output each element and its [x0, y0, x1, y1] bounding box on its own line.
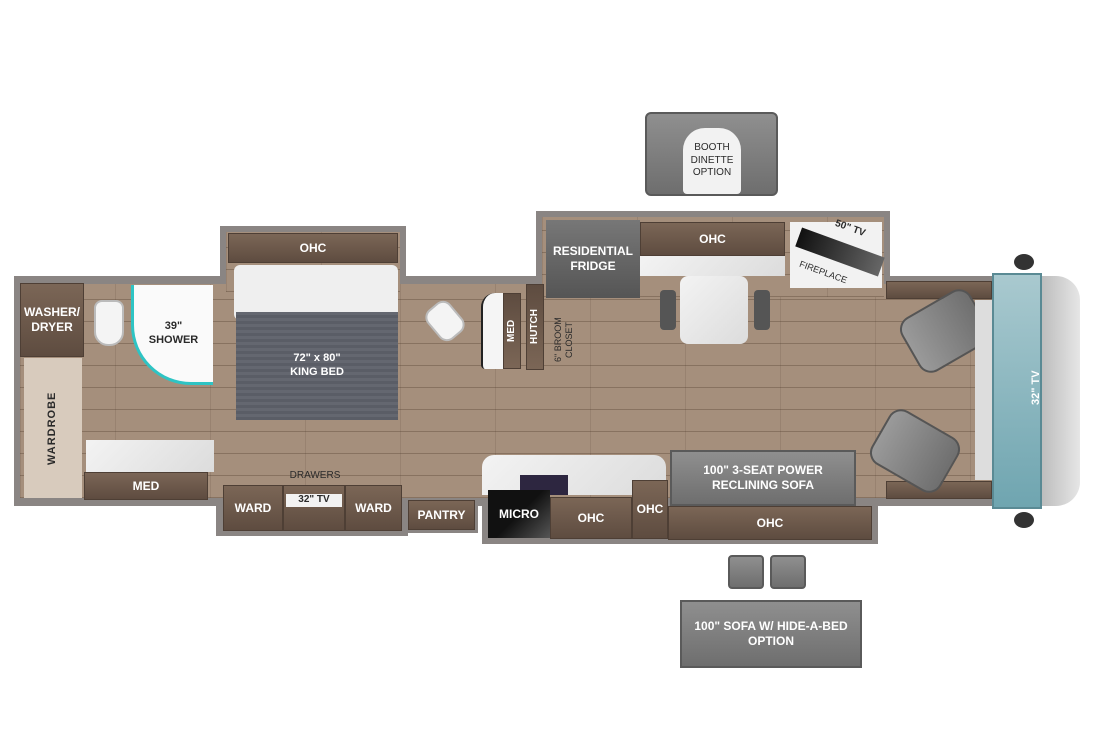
king-bed: 72" x 80" KING BED: [236, 312, 398, 420]
washer-dryer: WASHER/ DRYER: [20, 283, 84, 357]
ottoman-left: [728, 555, 764, 589]
ward-left[interactable]: WARD: [223, 485, 283, 531]
wardrobe[interactable]: WARDROBE: [24, 358, 82, 498]
drawers-label: DRAWERS: [289, 469, 341, 481]
dinette-chair-left: [660, 290, 676, 330]
cab-tv: 32" TV: [1030, 370, 1043, 406]
broom-closet-label: 6" BROOM CLOSET: [552, 317, 574, 363]
windshield: [992, 273, 1042, 509]
bedroom-tv: 32" TV: [286, 494, 342, 507]
cab-front: [1040, 276, 1080, 506]
ottoman-right: [770, 555, 806, 589]
residential-fridge: RESIDENTIAL FRIDGE: [546, 220, 640, 298]
kitchen-ohc-2: OHC: [632, 480, 668, 539]
cab-cabinet-top: [886, 281, 992, 299]
rear-med-cabinet: MED: [84, 472, 208, 500]
pantry[interactable]: PANTRY: [408, 500, 475, 530]
kitchen-ohc-1: OHC: [550, 497, 632, 539]
sofa-hide-a-bed-option: 100" SOFA W/ HIDE-A-BED OPTION: [680, 600, 862, 668]
kitchen-ohc-top: OHC: [640, 222, 785, 256]
reclining-sofa: 100" 3-SEAT POWER RECLINING SOFA: [670, 450, 856, 506]
kitchen-counter-top: [640, 256, 785, 276]
bedroom-tv-cabinet: [283, 485, 345, 531]
hutch: HUTCH: [526, 284, 544, 370]
dinette-chair-right: [754, 290, 770, 330]
mirror-right-icon: [1014, 512, 1034, 528]
half-bath-med: MED: [503, 293, 521, 369]
living-ohc: OHC: [668, 506, 872, 540]
bed-pillows: [234, 265, 398, 320]
toilet-icon: [94, 300, 124, 346]
half-bath-sink: [481, 293, 503, 369]
bedroom-ohc: OHC: [228, 233, 398, 263]
dashboard: [975, 300, 995, 480]
rear-vanity-sink: [86, 440, 214, 472]
microwave: MICRO: [488, 490, 550, 538]
ward-right[interactable]: WARD: [345, 485, 402, 531]
mirror-left-icon: [1014, 254, 1034, 270]
dinette-table[interactable]: [680, 276, 748, 344]
booth-dinette-label: BOOTH DINETTE OPTION: [683, 128, 741, 194]
